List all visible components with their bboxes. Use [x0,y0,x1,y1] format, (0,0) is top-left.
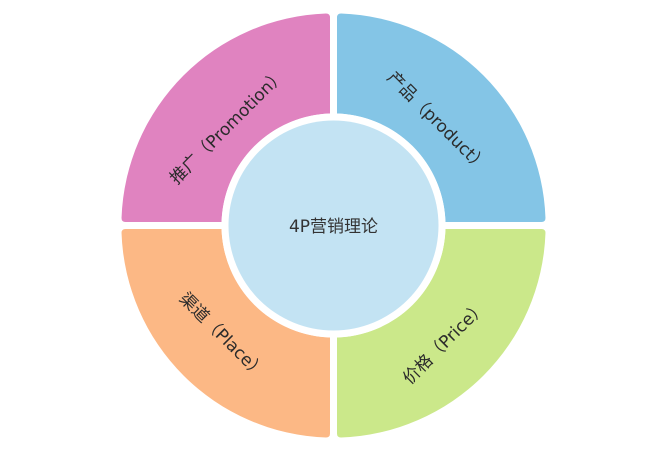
quadrant-promotion [121,13,330,223]
quadrant-product [337,13,546,223]
quadrant-price [337,229,546,438]
center-label: 4P营销理论 [289,217,378,237]
center-circle [228,120,439,331]
quadrant-place [121,229,330,438]
